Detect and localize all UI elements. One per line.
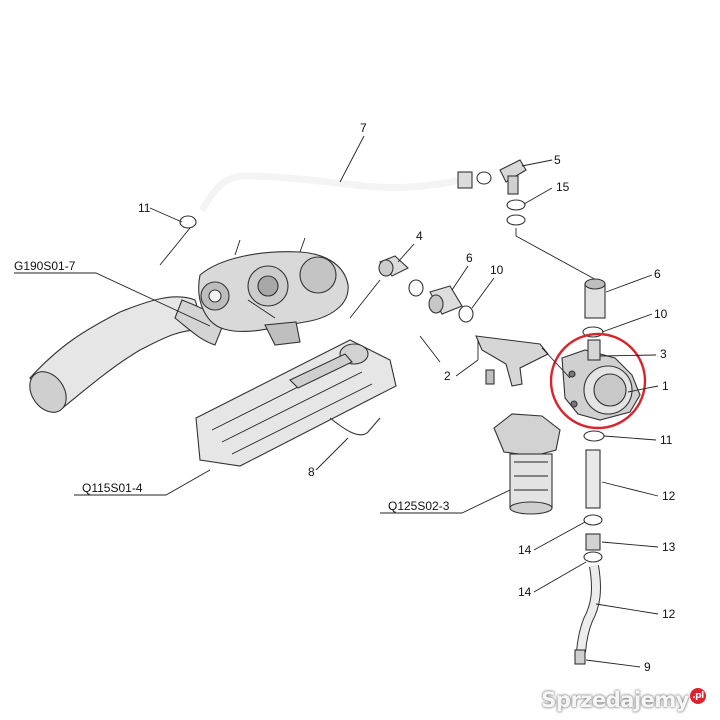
callout-3: 3 xyxy=(660,347,667,361)
callout-9: 9 xyxy=(644,660,651,674)
callout-14-lower: 14 xyxy=(518,585,532,599)
ref-filter: Q125S02-3 xyxy=(388,499,450,513)
ref-cover: Q115S01-4 xyxy=(82,481,143,495)
hose-6-center xyxy=(428,285,463,315)
callout-7: 7 xyxy=(360,121,367,135)
bracket-2 xyxy=(475,335,549,387)
fitting-13 xyxy=(585,533,601,551)
callout-2: 2 xyxy=(444,369,451,383)
callout-12-upper: 12 xyxy=(662,489,676,503)
sleeve-4 xyxy=(378,255,409,277)
watermark-logo: Sprzedajemy.pl xyxy=(541,688,706,712)
callout-4: 4 xyxy=(416,229,423,243)
clamp-14-lower xyxy=(583,551,603,563)
highlight-circle xyxy=(549,332,647,430)
callout-6-right: 6 xyxy=(654,267,661,281)
valve-cover xyxy=(195,339,397,467)
callout-5: 5 xyxy=(554,153,561,167)
callout-8: 8 xyxy=(308,465,315,479)
callout-11-lower: 11 xyxy=(660,433,673,447)
hose-7 xyxy=(198,171,473,212)
vacuum-pump-1 xyxy=(561,339,641,421)
callout-11-upper: 11 xyxy=(138,201,151,215)
hose-12-upper xyxy=(585,449,601,509)
ref-turbo: G190S01-7 xyxy=(14,259,76,273)
clamp-10-center xyxy=(458,305,474,323)
clamp-11-upper xyxy=(179,215,197,229)
turbocharger-assembly xyxy=(29,237,349,413)
callout-14-upper: 14 xyxy=(518,543,532,557)
clamp-hose-7 xyxy=(476,171,492,185)
clamp-14-upper xyxy=(583,514,603,526)
pipe-9 xyxy=(574,649,586,665)
callout-10-right: 10 xyxy=(654,307,668,321)
watermark-text: Sprzedajemy xyxy=(541,688,689,712)
callout-6-center: 6 xyxy=(466,251,473,265)
watermark-badge: .pl xyxy=(690,688,706,704)
callout-12-lower: 12 xyxy=(662,607,676,621)
washer-15 xyxy=(506,199,526,211)
clamp-center-left xyxy=(408,279,424,297)
clamp-lower-tee xyxy=(506,214,526,226)
fuel-filter xyxy=(493,413,561,515)
callout-15: 15 xyxy=(556,180,570,194)
tee-fitting-5 xyxy=(499,159,527,195)
callout-10-center: 10 xyxy=(490,263,504,277)
callout-13: 13 xyxy=(662,540,676,554)
clamp-11-lower xyxy=(583,430,605,442)
callout-1: 1 xyxy=(662,379,669,393)
